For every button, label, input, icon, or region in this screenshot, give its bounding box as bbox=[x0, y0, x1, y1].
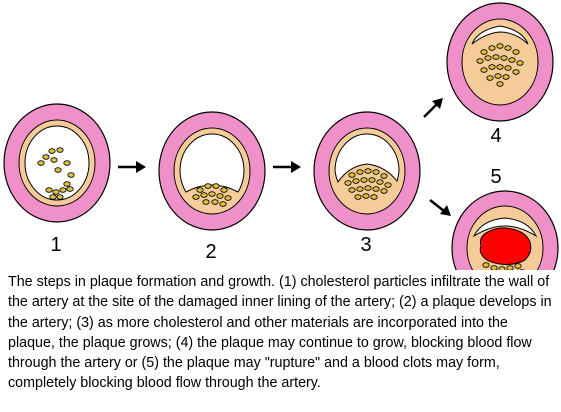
stage-label-2: 2 bbox=[205, 241, 217, 263]
arrow-3-to-4 bbox=[423, 98, 443, 118]
artery-stage-3 bbox=[313, 111, 421, 231]
figure-caption: The steps in plaque formation and growth… bbox=[8, 274, 552, 392]
stage-label-4: 4 bbox=[490, 125, 502, 147]
blood-clot bbox=[479, 227, 532, 265]
plaque-formation-diagram bbox=[3, 2, 559, 270]
arrow-1-to-2 bbox=[118, 161, 146, 173]
artery-stage-2 bbox=[158, 111, 266, 231]
artery-stage-5 bbox=[451, 190, 559, 270]
arrow-2-to-3 bbox=[273, 161, 301, 173]
arrow-3-to-5 bbox=[429, 199, 451, 216]
stage-label-3: 3 bbox=[360, 234, 372, 256]
stage-label-5: 5 bbox=[490, 166, 502, 188]
artery-stage-1 bbox=[3, 103, 111, 223]
artery-stage-4 bbox=[446, 2, 554, 122]
stage-label-1: 1 bbox=[50, 234, 62, 256]
